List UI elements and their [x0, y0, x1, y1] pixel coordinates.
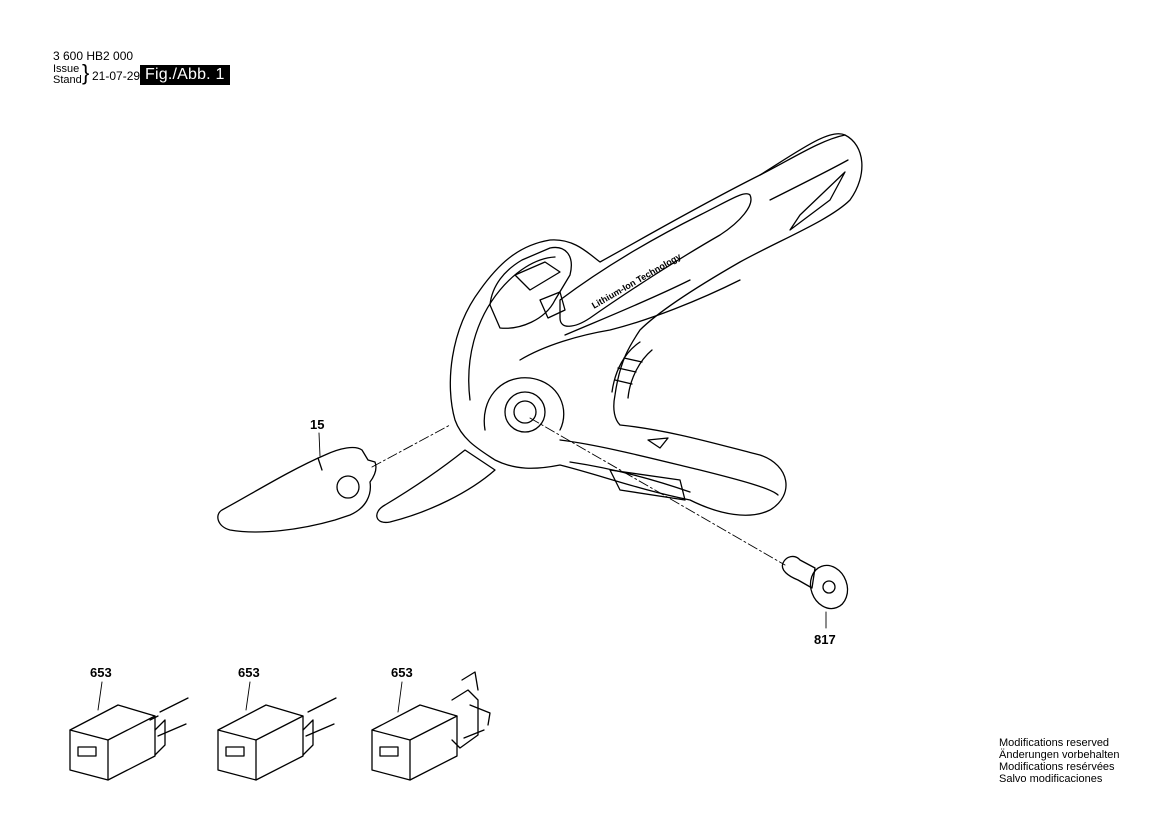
assembly-lines	[371, 417, 786, 566]
part-number: 3 600 HB2 000	[53, 49, 134, 63]
figure-label: Fig./Abb. 1	[140, 65, 230, 85]
callout-653-eu-2: 653	[238, 665, 260, 680]
callout-15: 15	[310, 417, 325, 432]
callout-817: 817	[814, 632, 836, 647]
charger-eu-1	[69, 697, 189, 781]
charger-uk	[371, 671, 491, 781]
note-es: Salvo modificaciones	[999, 773, 1103, 785]
brace-glyph: }	[82, 60, 90, 85]
note-fr: Modifications resérvées	[999, 761, 1115, 773]
issue-label: Issue	[53, 63, 80, 75]
note-en: Modifications reserved	[999, 737, 1110, 749]
callout-653-eu-1: 653	[90, 665, 112, 680]
issue-date: 21-07-29	[92, 69, 141, 83]
note-de: Änderungen vorbehalten	[999, 749, 1120, 761]
issue-stand-label: Issue Stand	[53, 64, 82, 86]
callout-653-uk: 653	[391, 665, 413, 680]
charger-eu-2	[217, 697, 337, 781]
stand-label: Stand	[53, 74, 82, 86]
screw-part-817	[781, 555, 849, 610]
pruner-body	[449, 133, 863, 516]
leader-lines	[97, 432, 827, 713]
blade-part-15	[217, 446, 377, 533]
modification-notes: Modifications reserved Änderungen vorbeh…	[999, 737, 1119, 785]
anvil-blade	[376, 449, 496, 524]
